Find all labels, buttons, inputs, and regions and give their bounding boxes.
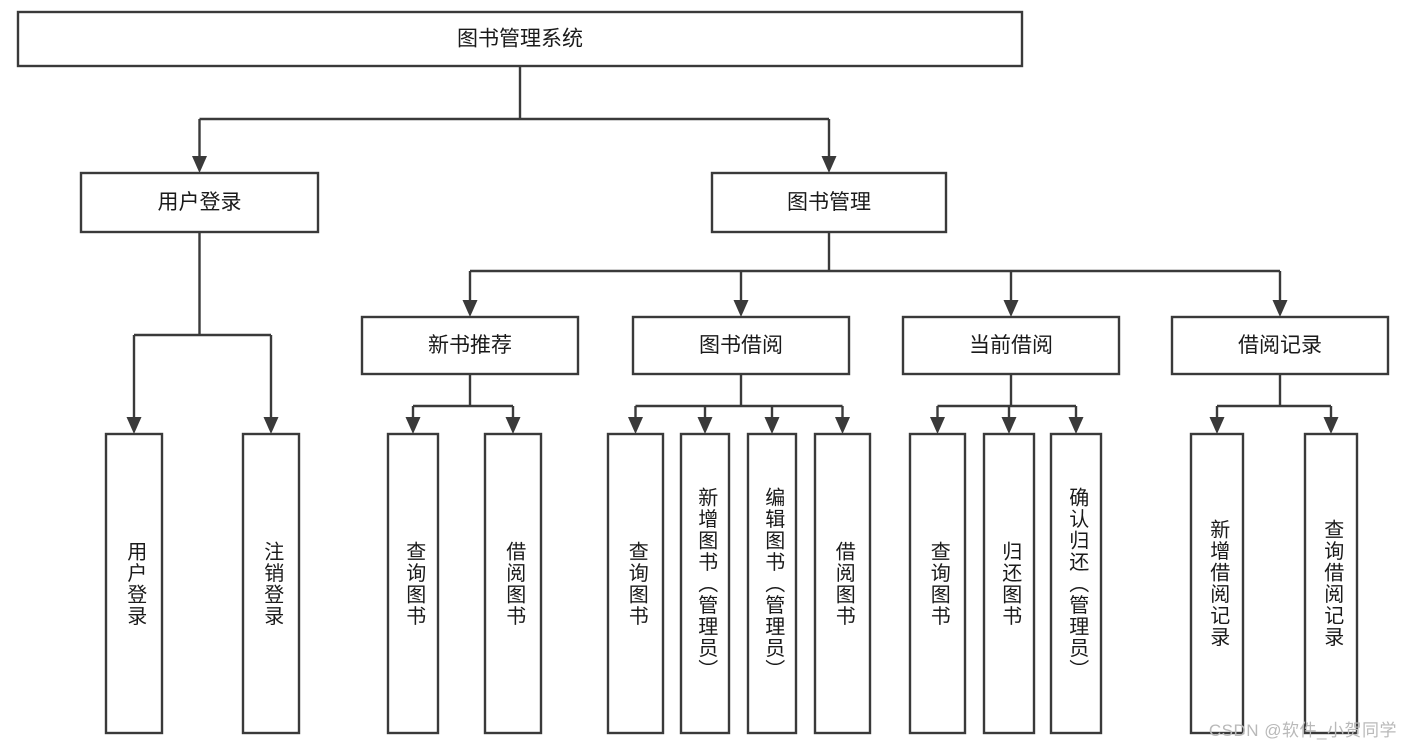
arrow-head-icon bbox=[1209, 417, 1225, 434]
node-box-layer bbox=[16, 10, 1390, 735]
node-box-borrow-record[interactable] bbox=[1170, 315, 1390, 376]
node-box-new-book-recommend[interactable] bbox=[360, 315, 580, 376]
arrow-head-icon bbox=[126, 417, 142, 434]
node-box-leaf-user-login[interactable] bbox=[104, 432, 164, 735]
node-label-book-borrow: 图书借阅 bbox=[699, 334, 783, 357]
node-box-leaf-return-book[interactable] bbox=[982, 432, 1036, 735]
node-box-book-borrow[interactable] bbox=[631, 315, 851, 376]
node-label-book-manage: 图书管理 bbox=[787, 191, 871, 214]
node-box-leaf-edit-book-admin[interactable] bbox=[746, 432, 798, 735]
node-box-root[interactable] bbox=[16, 10, 1024, 68]
node-box-current-borrow[interactable] bbox=[901, 315, 1121, 376]
csdn-watermark: CSDN @软件_小贺同学 bbox=[1208, 721, 1397, 740]
node-box-user-login[interactable] bbox=[79, 171, 320, 234]
node-box-book-manage[interactable] bbox=[710, 171, 948, 234]
arrow-head-icon bbox=[263, 417, 279, 434]
node-label-new-book-recommend: 新书推荐 bbox=[428, 334, 512, 357]
arrow-head-icon bbox=[1272, 300, 1288, 317]
arrow-head-icon bbox=[1068, 417, 1084, 434]
node-box-leaf-add-borrow-record[interactable] bbox=[1189, 432, 1245, 735]
arrow-head-icon bbox=[1003, 300, 1019, 317]
arrow-head-icon bbox=[835, 417, 850, 434]
arrow-head-icon bbox=[697, 417, 713, 434]
node-box-leaf-borrow-book-1[interactable] bbox=[483, 432, 543, 735]
node-box-leaf-query-book-3[interactable] bbox=[908, 432, 967, 735]
node-label-current-borrow: 当前借阅 bbox=[969, 334, 1053, 357]
arrow-head-icon bbox=[192, 156, 207, 173]
arrow-head-icon bbox=[628, 417, 643, 434]
arrow-head-icon bbox=[462, 300, 478, 317]
node-box-leaf-add-book-admin[interactable] bbox=[679, 432, 731, 735]
arrow-head-icon bbox=[405, 417, 421, 434]
node-label-borrow-record: 借阅记录 bbox=[1238, 334, 1322, 357]
node-box-leaf-query-borrow-record[interactable] bbox=[1303, 432, 1359, 735]
node-label-root: 图书管理系统 bbox=[457, 28, 583, 51]
connector-layer bbox=[126, 66, 1339, 434]
node-box-leaf-borrow-book-2[interactable] bbox=[813, 432, 872, 735]
node-label-user-login: 用户登录 bbox=[158, 191, 242, 214]
arrow-head-icon bbox=[1001, 417, 1017, 434]
arrow-head-icon bbox=[1323, 417, 1339, 434]
arrow-head-icon bbox=[764, 417, 780, 434]
node-box-leaf-query-book-1[interactable] bbox=[386, 432, 440, 735]
arrow-head-icon bbox=[505, 417, 521, 434]
arrow-head-icon bbox=[733, 300, 749, 317]
arrow-head-icon bbox=[930, 417, 945, 434]
node-box-leaf-user-logout[interactable] bbox=[241, 432, 301, 735]
arrow-head-icon bbox=[821, 156, 837, 173]
node-box-leaf-confirm-return-admin[interactable] bbox=[1049, 432, 1103, 735]
node-box-leaf-query-book-2[interactable] bbox=[606, 432, 665, 735]
